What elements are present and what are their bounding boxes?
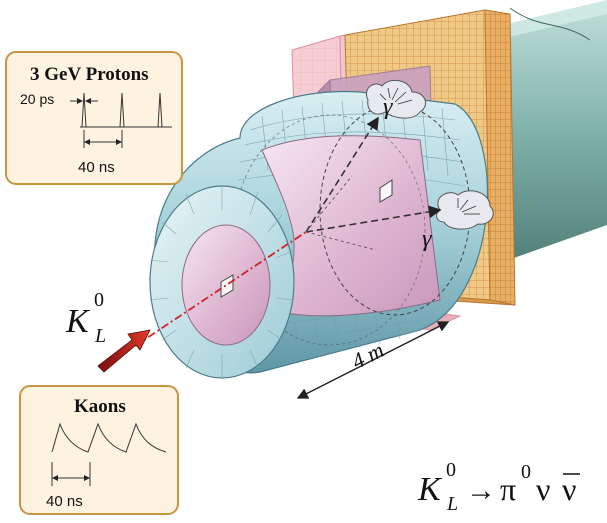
- beam-label: K 0 L: [65, 289, 106, 347]
- kaons-title: Kaons: [74, 396, 126, 417]
- protons-spacing: 40 ns: [78, 159, 115, 176]
- decay-formula: K 0 L → π 0 ν ν: [417, 459, 580, 515]
- proton-pulse: [81, 92, 87, 128]
- length-arrow: [296, 321, 450, 399]
- beam-label-symbol: K: [65, 303, 91, 340]
- beam-line: [134, 231, 307, 347]
- pi0-internal: [305, 175, 377, 251]
- gamma-tracks: [305, 116, 442, 233]
- photon-shower-bottom: [436, 190, 494, 230]
- decay-pi-sup: 0: [521, 461, 531, 483]
- decay-k-sub: L: [446, 493, 458, 515]
- kaon-pulse-train: [51, 422, 167, 453]
- decay-nu: ν: [536, 471, 550, 507]
- beam-label-sup: 0: [94, 289, 104, 311]
- proton-pulse: [157, 92, 163, 128]
- gamma-label-bottom: γ: [422, 226, 432, 252]
- decay-k-sup: 0: [446, 459, 456, 481]
- beam-label-sub: L: [94, 325, 106, 347]
- kaons-spacing: 40 ns: [46, 493, 83, 510]
- decay-pi: π: [500, 471, 516, 507]
- protons-title: 3 GeV Protons: [30, 64, 149, 85]
- photon-shower-top: [366, 79, 427, 119]
- gamma-label-top: γ: [383, 94, 393, 120]
- decay-nubar: ν: [562, 471, 576, 507]
- proton-pulse: [119, 92, 125, 128]
- decay-k: K: [417, 471, 443, 508]
- kaon-beam-arrow: [97, 329, 151, 373]
- barrel-detector: [149, 90, 488, 379]
- protons-pulse-width: 20 ps: [20, 91, 54, 107]
- protons-box: 3 GeV Protons 20 ps 40 ns: [5, 51, 183, 185]
- kaons-box: Kaons 40 ns: [19, 385, 179, 515]
- decay-arrow: →: [466, 474, 496, 507]
